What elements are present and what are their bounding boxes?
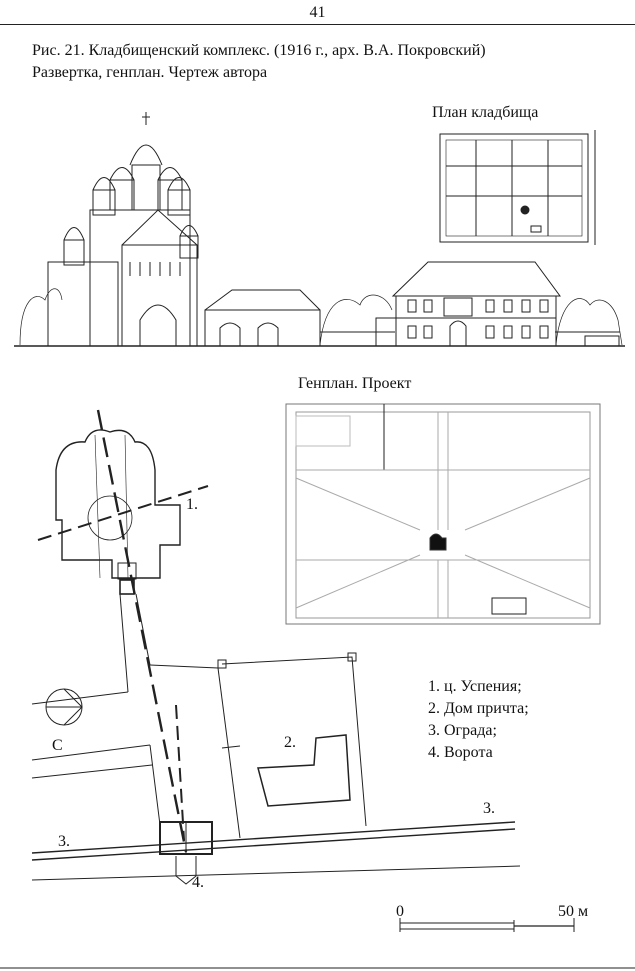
scale-end: 50 м — [558, 903, 589, 920]
legend-item: 3. Ограда; — [428, 722, 497, 739]
callout-church: 1. — [186, 496, 198, 513]
top-rule — [0, 24, 635, 25]
genplan-project-title: Генплан. Проект — [298, 375, 412, 392]
north-label: С — [52, 737, 63, 754]
callout-fence-left: 3. — [58, 833, 70, 850]
genplan-project-drawing — [285, 403, 601, 625]
site-plan-drawing — [31, 409, 575, 932]
legend: 1. ц. Успения; 2. Дом причта; 3. Ограда;… — [428, 676, 529, 764]
caption-line-2: Развертка, генплан. Чертеж автора — [32, 64, 268, 81]
elevation-drawing — [14, 112, 625, 347]
scale-zero: 0 — [396, 903, 404, 920]
callout-fence-right: 3. — [483, 800, 495, 817]
callout-house: 2. — [284, 734, 296, 751]
cemetery-plan-title: План кладбища — [432, 104, 539, 121]
callout-gate: 4. — [192, 874, 204, 891]
page-number: 41 — [309, 4, 326, 21]
legend-item: 4. Ворота — [428, 744, 493, 761]
figure-caption: Рис. 21. Кладбищенский комплекс. (1916 г… — [32, 40, 486, 84]
cemetery-plan-drawing — [439, 130, 596, 245]
legend-item: 2. Дом причта; — [428, 700, 529, 717]
legend-item: 1. ц. Успения; — [428, 678, 522, 695]
caption-line-1: Рис. 21. Кладбищенский комплекс. (1916 г… — [32, 42, 486, 59]
